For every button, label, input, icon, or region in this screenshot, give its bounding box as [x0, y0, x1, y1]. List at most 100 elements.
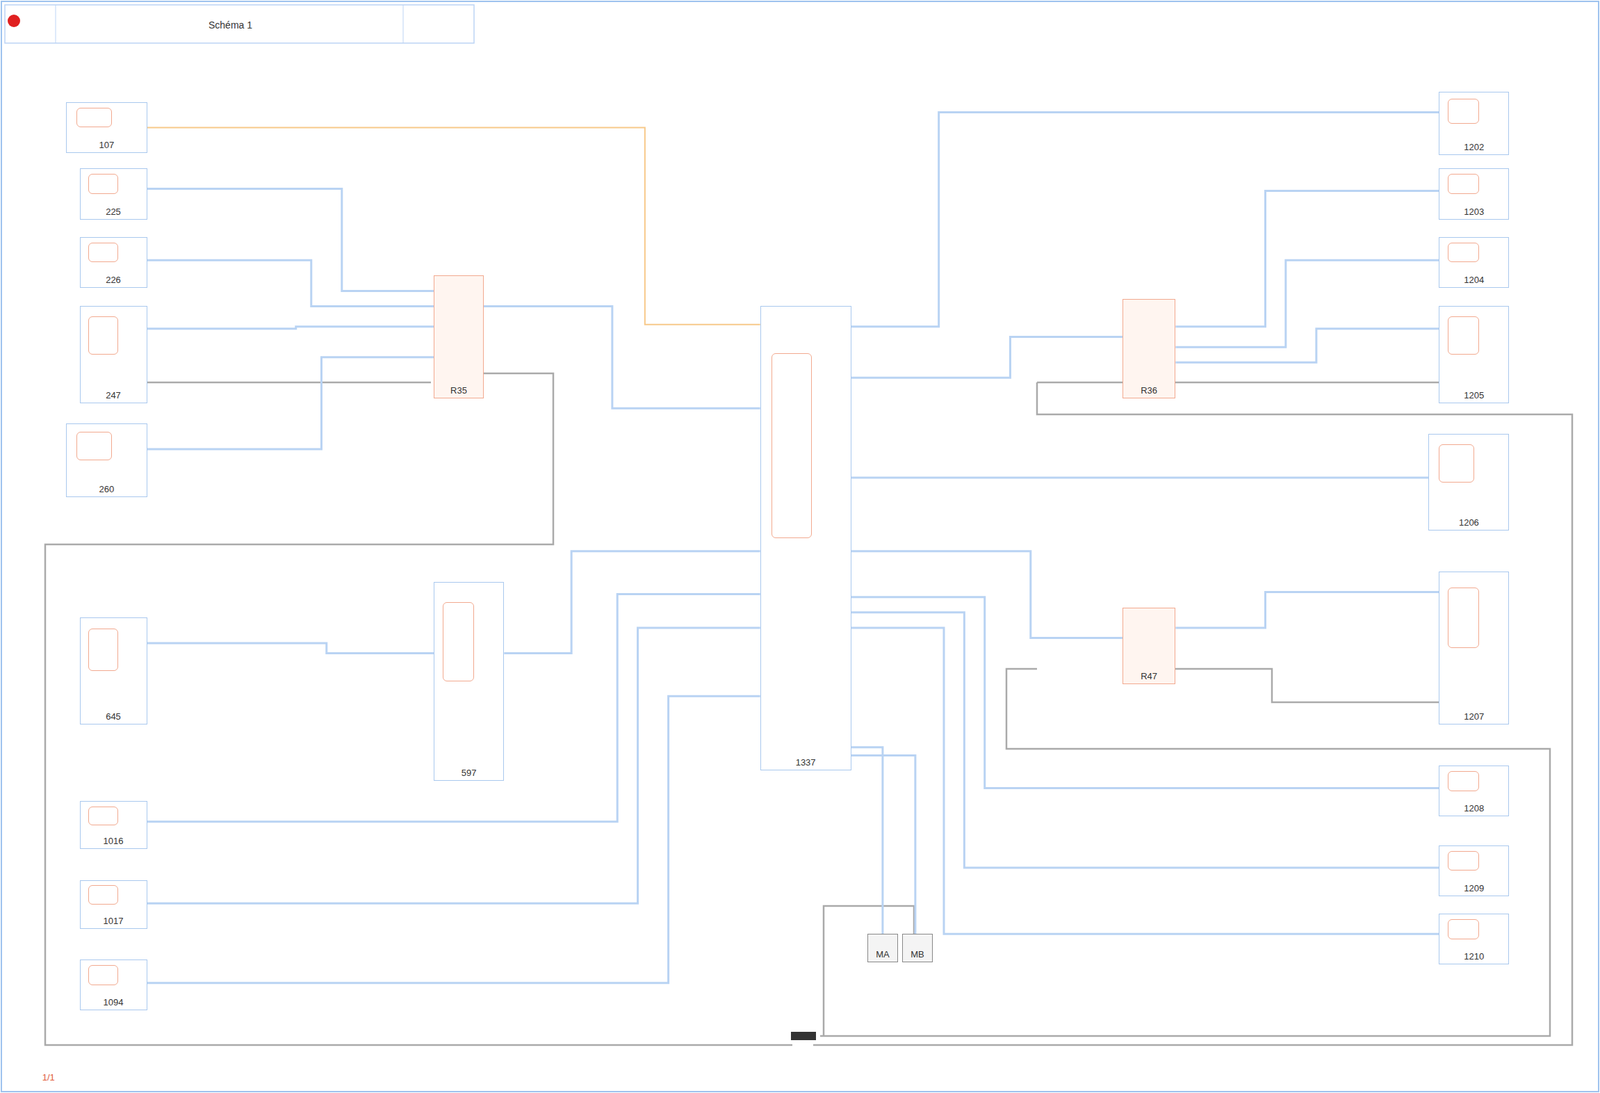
ground-wire: [1037, 381, 1446, 384]
ground-wire: [813, 382, 1573, 1045]
connector-block: R35: [433, 275, 484, 398]
component-code: MB: [902, 948, 933, 960]
component-box: 226: [79, 237, 148, 288]
component-symbol: [88, 884, 119, 904]
wire-bundle: [851, 627, 1440, 934]
title-dot: [7, 14, 21, 28]
component-box: 1206: [1428, 433, 1509, 531]
component-box: 645: [79, 617, 148, 725]
wire-bundle: [1175, 328, 1439, 363]
component-code: 597: [434, 767, 504, 778]
component-code: 1094: [80, 996, 147, 1008]
wire-bundle: [147, 189, 434, 292]
component-symbol: [1447, 850, 1480, 871]
component-box: 107: [66, 102, 147, 153]
title-divider: [403, 4, 404, 44]
component-code: 1016: [80, 835, 147, 846]
component-box: 1337: [760, 305, 852, 771]
wire-bundle: [147, 259, 434, 306]
component-code: 1337: [761, 756, 851, 768]
wire-bundle: [851, 747, 883, 935]
wire-bundle: [1175, 259, 1439, 347]
component-code: 1202: [1439, 141, 1509, 153]
component-box: 225: [79, 168, 148, 219]
component-symbol: [1447, 242, 1480, 263]
component-code: R36: [1123, 385, 1175, 396]
component-box: 597: [433, 581, 504, 781]
component-symbol: [1447, 918, 1480, 940]
ground-wire: [823, 905, 914, 1036]
component-code: 645: [80, 711, 147, 722]
component-box: 1204: [1438, 237, 1509, 288]
ground-point: MA: [867, 933, 899, 962]
wire-bundle: [483, 305, 761, 408]
component-symbol: [88, 806, 119, 826]
component-box: 1016: [79, 800, 148, 849]
wire-bundle: [851, 754, 916, 934]
component-symbol: [1447, 587, 1480, 648]
component-symbol: [88, 316, 119, 355]
page-number: 1/1: [41, 1071, 57, 1083]
component-code: 247: [80, 389, 147, 401]
component-code: 1210: [1439, 950, 1509, 962]
component-symbol: [1438, 444, 1475, 483]
connector-block: R47: [1122, 607, 1176, 684]
component-code: 1207: [1439, 711, 1509, 722]
component-symbol: [76, 431, 112, 461]
component-box: 1202: [1438, 91, 1509, 155]
component-box: 247: [79, 305, 148, 403]
connector-block: R36: [1122, 298, 1176, 398]
component-symbol: [1447, 316, 1480, 355]
component-symbol: [88, 628, 119, 671]
component-code: 1209: [1439, 882, 1509, 894]
component-box: 1209: [1438, 845, 1509, 896]
component-code: R35: [434, 385, 484, 396]
component-code: R47: [1123, 670, 1175, 682]
component-code: 1205: [1439, 389, 1509, 401]
component-symbol: [442, 601, 475, 682]
component-box: 1094: [79, 959, 148, 1010]
wire-bundle: [147, 326, 434, 329]
component-code: 1203: [1439, 206, 1509, 217]
component-box: 1203: [1438, 168, 1509, 219]
component-box: 1210: [1438, 913, 1509, 965]
ground-wire: [100, 381, 431, 384]
wire-bundle: [851, 476, 1430, 479]
wire-bundle: [851, 111, 1440, 326]
component-box: 1205: [1438, 305, 1509, 403]
component-code: 1017: [80, 915, 147, 926]
component-symbol: [1447, 173, 1480, 194]
component-code: 1208: [1439, 802, 1509, 814]
wire-bundle: [1175, 592, 1439, 628]
ground-splice: [790, 1031, 816, 1040]
wire-bundle: [851, 336, 1123, 378]
component-code: MA: [868, 948, 898, 960]
component-symbol: [76, 107, 112, 128]
component-box: 260: [66, 423, 147, 497]
ground-wire: [45, 373, 793, 1045]
component-code: 1204: [1439, 274, 1509, 285]
component-code: 1206: [1429, 517, 1509, 528]
component-symbol: [88, 242, 119, 263]
wire-bundle: [147, 357, 434, 450]
component-box: 1017: [79, 879, 148, 929]
wire-bundle: [851, 597, 1440, 789]
title-divider: [55, 4, 57, 44]
component-code: 107: [66, 139, 146, 151]
component-code: 226: [80, 274, 147, 285]
component-symbol: [88, 964, 119, 985]
ground-wire: [1153, 668, 1446, 702]
wire-bundle: [851, 551, 1123, 639]
component-symbol: [1447, 98, 1480, 124]
diagram-title: Schéma 1: [208, 19, 253, 31]
component-symbol: [1447, 770, 1480, 791]
component-symbol: [771, 353, 812, 538]
component-box: 1207: [1438, 571, 1509, 725]
wire-bundle: [503, 551, 760, 654]
title-bar: [4, 4, 475, 44]
component-code: 225: [80, 206, 147, 217]
component-code: 260: [66, 483, 146, 495]
ground-point: MB: [902, 933, 933, 962]
component-symbol: [88, 173, 119, 194]
